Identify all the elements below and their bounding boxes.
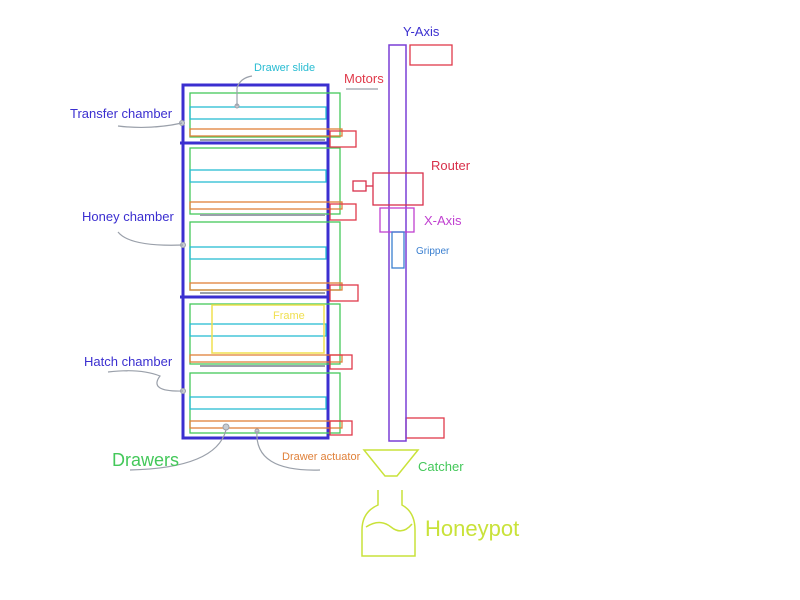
drawer-3 bbox=[189, 221, 341, 291]
router-spindle bbox=[352, 180, 367, 192]
catcher-funnel bbox=[362, 449, 420, 477]
dot-drawers bbox=[222, 423, 230, 431]
label-frame: Frame bbox=[273, 310, 305, 322]
hive-outline bbox=[181, 83, 330, 440]
drawer-slides-group bbox=[189, 106, 327, 410]
leader-hatch bbox=[107, 370, 184, 392]
motor-5 bbox=[329, 420, 353, 436]
router-body bbox=[372, 172, 424, 206]
y-axis-rail bbox=[388, 44, 407, 442]
leader-drawers bbox=[129, 429, 227, 471]
gripper-body bbox=[391, 231, 405, 269]
drawer-5 bbox=[189, 372, 341, 434]
label-x-axis: X-Axis bbox=[424, 213, 462, 228]
leader-lines bbox=[107, 75, 378, 471]
drawer-slide-2 bbox=[189, 169, 327, 183]
label-drawer-actuator: Drawer actuator bbox=[282, 451, 361, 463]
motor-2 bbox=[329, 203, 357, 221]
drawer-slide-3 bbox=[189, 246, 327, 260]
leader-transfer bbox=[117, 122, 183, 129]
drawer-actuator-3 bbox=[189, 282, 343, 291]
motor-3 bbox=[329, 284, 359, 302]
label-gripper: Gripper bbox=[416, 246, 450, 257]
drawer-slide-4 bbox=[189, 323, 327, 337]
honeypot-group bbox=[361, 490, 416, 557]
rails-group bbox=[200, 139, 325, 367]
leader-drawer-slide bbox=[236, 75, 253, 106]
honeypot-jar bbox=[361, 490, 416, 557]
y-axis-motor-bottom bbox=[405, 417, 445, 439]
drawer-actuator-1 bbox=[189, 128, 343, 137]
motor-1 bbox=[329, 130, 357, 148]
drawer-1 bbox=[189, 92, 341, 138]
motor-4 bbox=[329, 354, 353, 370]
label-y-axis: Y-Axis bbox=[403, 24, 440, 39]
label-honey-chamber: Honey chamber bbox=[82, 209, 174, 224]
hive-body bbox=[180, 83, 330, 440]
label-motors: Motors bbox=[344, 71, 384, 86]
label-drawers: Drawers bbox=[112, 450, 179, 470]
drawer-actuator-5 bbox=[189, 420, 343, 429]
honeypot-liquid-line bbox=[365, 521, 413, 532]
label-catcher: Catcher bbox=[418, 459, 464, 474]
connection-dots bbox=[179, 103, 260, 434]
drawer-2 bbox=[189, 147, 341, 215]
motors-group bbox=[329, 44, 453, 439]
label-hatch-chamber: Hatch chamber bbox=[84, 354, 173, 369]
frame-rect bbox=[211, 304, 325, 354]
leader-honey bbox=[117, 231, 184, 246]
label-honeypot: Honeypot bbox=[425, 516, 519, 541]
x-axis-carriage bbox=[379, 207, 415, 233]
drawer-actuators-group bbox=[189, 128, 343, 429]
drawer-slide-5 bbox=[189, 396, 327, 410]
drawer-actuator-2 bbox=[189, 201, 343, 210]
label-router: Router bbox=[431, 158, 471, 173]
label-drawer-slide: Drawer slide bbox=[254, 62, 315, 74]
drawer-actuator-4 bbox=[189, 354, 343, 363]
leader-actuator bbox=[256, 430, 321, 471]
drawer-slide-1 bbox=[189, 106, 327, 120]
router-group bbox=[352, 172, 424, 206]
y-axis-motor-top bbox=[409, 44, 453, 66]
label-transfer-chamber: Transfer chamber bbox=[70, 106, 173, 121]
